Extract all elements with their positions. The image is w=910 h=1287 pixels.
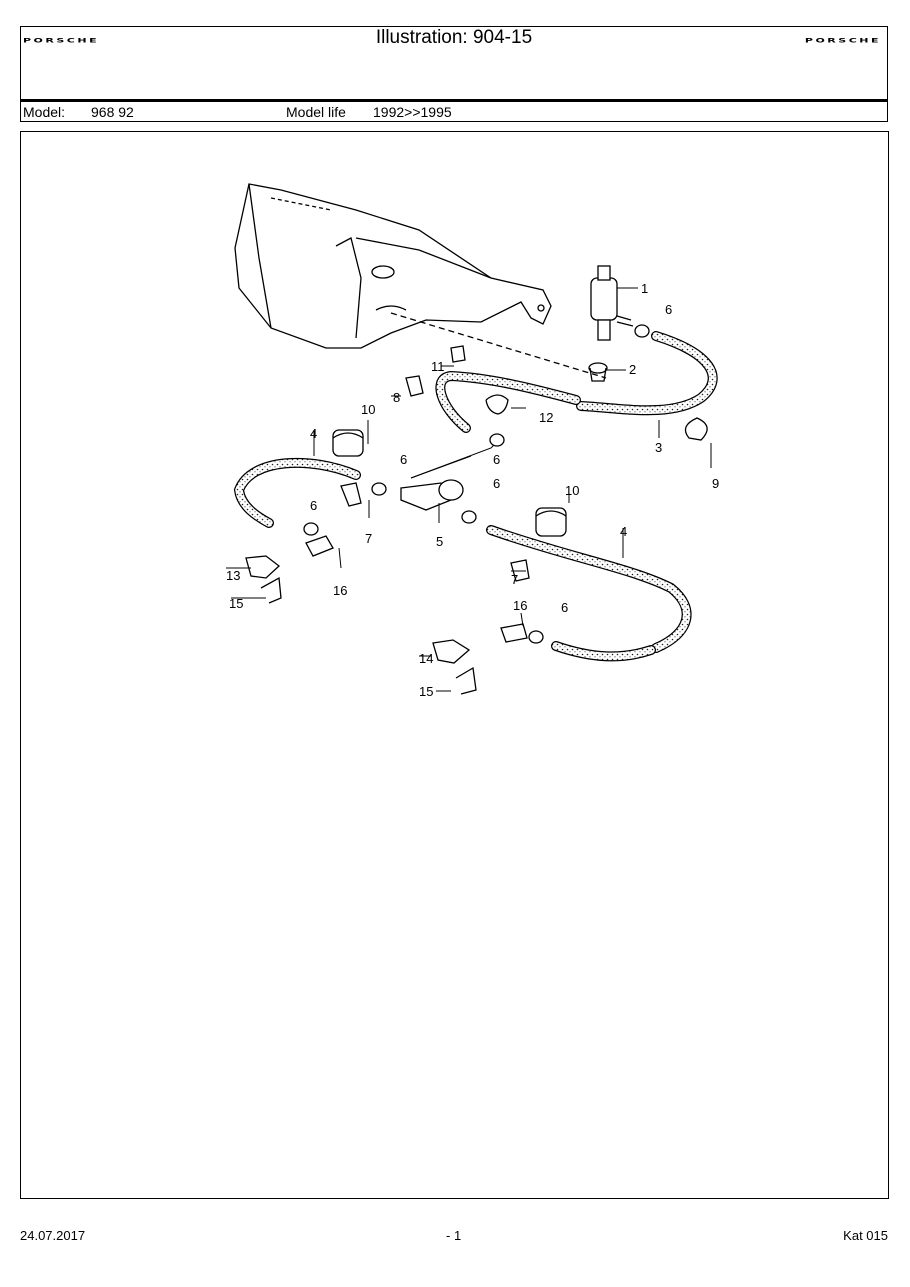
callout-15b: 15 [419, 684, 433, 699]
callout-6c: 6 [400, 452, 407, 467]
callout-8: 8 [393, 390, 400, 405]
callout-5: 5 [436, 534, 443, 549]
callout-4b: 4 [620, 524, 627, 539]
model-life-value: 1992>>1995 [373, 104, 452, 120]
callout-1: 1 [641, 281, 648, 296]
model-value: 968 92 [91, 104, 134, 120]
callout-10a: 10 [361, 402, 375, 417]
callout-3: 3 [655, 440, 662, 455]
callout-16b: 16 [513, 598, 527, 613]
callout-6b: 6 [493, 452, 500, 467]
washer-system-diagram: 1 2 3 4 4 5 6 6 6 6 6 6 7 7 8 9 10 10 11… [226, 183, 719, 699]
illustration-frame: 1 2 3 4 4 5 6 6 6 6 6 6 7 7 8 9 10 10 11… [20, 131, 889, 1199]
callout-10b: 10 [565, 483, 579, 498]
callout-6d: 6 [493, 476, 500, 491]
callout-6a: 6 [665, 302, 672, 317]
callout-14: 14 [419, 651, 433, 666]
footer-page-number: - 1 [446, 1228, 462, 1243]
callout-16a: 16 [333, 583, 347, 598]
callout-13: 13 [226, 568, 240, 583]
porsche-logo-right: PORSCHE [804, 37, 881, 45]
porsche-logo-left: PORSCHE [23, 37, 100, 45]
callout-7b: 7 [511, 572, 518, 587]
model-row: Model: 968 92 Model life 1992>>1995 [21, 99, 887, 124]
callout-12: 12 [539, 410, 553, 425]
callout-15a: 15 [229, 596, 243, 611]
footer-catalog: Kat 015 [843, 1228, 888, 1243]
callout-labels: 1 2 3 4 4 5 6 6 6 6 6 6 7 7 8 9 10 10 11… [226, 281, 719, 699]
callout-6e: 6 [310, 498, 317, 513]
model-label: Model: [23, 104, 66, 120]
callout-6f: 6 [561, 600, 568, 615]
footer-date: 24.07.2017 [20, 1228, 86, 1243]
callout-4a: 4 [310, 426, 317, 441]
header-box: PORSCHE Illustration: 904-15 PORSCHE Mod… [20, 26, 888, 122]
callout-2: 2 [629, 362, 636, 377]
callout-11: 11 [431, 359, 445, 374]
callout-9: 9 [712, 476, 719, 491]
callout-7a: 7 [365, 531, 372, 546]
model-life-label: Model life [286, 104, 346, 120]
illustration-title: Illustration: 904-15 [375, 27, 533, 48]
